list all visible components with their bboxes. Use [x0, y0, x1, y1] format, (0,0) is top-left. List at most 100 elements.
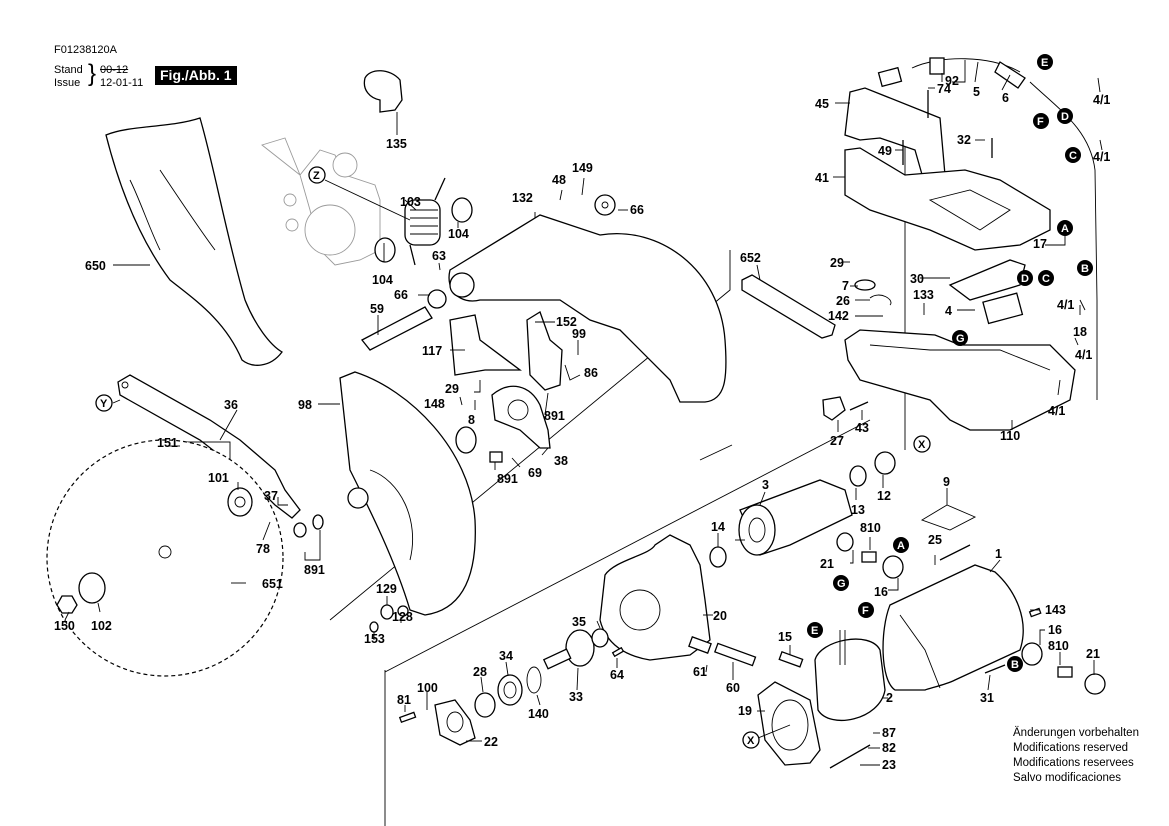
- svg-text:B: B: [1011, 659, 1019, 671]
- part-150: 150: [54, 619, 75, 633]
- callout-x-top: X: [913, 435, 931, 453]
- screw-81: [398, 711, 417, 724]
- svg-text:E: E: [811, 625, 818, 637]
- part-34: 34: [499, 649, 513, 663]
- svg-text:G: G: [956, 333, 965, 345]
- part-133: 133: [913, 288, 934, 302]
- callout-x-bottom: X: [742, 731, 760, 749]
- part-129: 129: [376, 582, 397, 596]
- part-36: 36: [224, 398, 238, 412]
- part-16-right: 16: [1048, 623, 1062, 637]
- svg-text:A: A: [1061, 223, 1069, 235]
- shim-28: [474, 692, 496, 718]
- armature: [735, 479, 853, 556]
- part-14: 14: [711, 520, 725, 534]
- part-86: 86: [584, 366, 598, 380]
- part-4-1-e: 4/1: [1048, 404, 1065, 418]
- part-891-upper: 891: [544, 409, 565, 423]
- note-es: Salvo modificaciones: [1013, 772, 1122, 784]
- part-652: 652: [740, 251, 761, 265]
- part-43: 43: [855, 421, 869, 435]
- bearing-cup-12: [874, 451, 896, 475]
- cable-clamp-7: [854, 279, 876, 291]
- part-38: 38: [554, 454, 568, 468]
- callout-c-top: C: [1065, 147, 1081, 163]
- part-650: 650: [85, 259, 106, 273]
- part-87: 87: [882, 726, 896, 740]
- part-810-right: 810: [1048, 639, 1069, 653]
- pin-60: [714, 642, 757, 667]
- part-8: 8: [468, 413, 475, 427]
- pivot-shaft: [360, 306, 433, 351]
- leader-lines: [64, 60, 1103, 766]
- svg-text:C: C: [1069, 150, 1077, 162]
- part-4-1-a: 4/1: [1093, 93, 1110, 107]
- part-104-lower: 104: [372, 273, 393, 287]
- callout-a-motor: A: [893, 537, 909, 553]
- part-49: 49: [878, 144, 892, 158]
- part-100: 100: [417, 681, 438, 695]
- spring-61: [688, 636, 712, 654]
- callout-f-top: F: [1033, 113, 1049, 129]
- part-63: 63: [432, 249, 446, 263]
- part-18: 18: [1073, 325, 1087, 339]
- motor-base-housing: [844, 329, 1076, 431]
- saw-blade: [46, 439, 284, 677]
- svg-text:Z: Z: [313, 170, 320, 182]
- fan-baffle-19: [757, 681, 821, 766]
- part-103: 103: [400, 195, 421, 209]
- previous-revision: 00-12: [100, 64, 129, 76]
- part-140: 140: [528, 707, 549, 721]
- part-20: 20: [713, 609, 727, 623]
- callout-f-motor: F: [858, 602, 874, 618]
- carbon-brush-810: [861, 551, 877, 563]
- gear-shaft: [542, 629, 595, 670]
- part-31: 31: [980, 691, 994, 705]
- washer-129: [369, 604, 409, 633]
- part-numbers: 650 135 103 104 104 63 66 59 117 132 48 …: [54, 74, 1110, 772]
- part-5: 5: [973, 85, 980, 99]
- note-de: Änderungen vorbehalten: [1013, 727, 1139, 739]
- callout-d-top: D: [1057, 108, 1073, 124]
- torsion-spring: [404, 177, 446, 266]
- dust-elbow: [363, 70, 403, 113]
- svg-text:E: E: [1041, 57, 1048, 69]
- svg-text:Y: Y: [100, 398, 108, 410]
- part-17: 17: [1033, 237, 1047, 251]
- part-1: 1: [995, 547, 1002, 561]
- part-48: 48: [552, 173, 566, 187]
- type-label: [920, 504, 977, 531]
- brush-cap-21: [836, 532, 854, 552]
- svg-text:G: G: [837, 578, 846, 590]
- part-81: 81: [397, 693, 411, 707]
- seal-ring: [455, 426, 477, 454]
- cover-bracket: [526, 311, 563, 391]
- field-coil: [814, 630, 886, 722]
- part-151: 151: [157, 436, 178, 450]
- part-153: 153: [364, 632, 385, 646]
- bearing-35: [591, 628, 609, 648]
- callout-e-top: E: [1037, 54, 1053, 70]
- part-66-top: 66: [630, 203, 644, 217]
- part-59: 59: [370, 302, 384, 316]
- part-149: 149: [572, 161, 593, 175]
- part-28: 28: [473, 665, 487, 679]
- part-26: 26: [836, 294, 850, 308]
- dust-bag: [105, 117, 283, 366]
- svg-text:D: D: [1021, 273, 1029, 285]
- part-7: 7: [842, 279, 849, 293]
- blade-bolt: [56, 595, 78, 614]
- part-41: 41: [815, 171, 829, 185]
- part-4-1-d: 4/1: [1075, 348, 1092, 362]
- stand-label: Stand: [54, 64, 83, 76]
- felt-pad: [489, 451, 503, 463]
- svg-text:A: A: [897, 540, 905, 552]
- latch-27: [822, 396, 846, 421]
- washer-66-top: [594, 194, 616, 216]
- callout-b-motor: B: [1007, 656, 1023, 672]
- part-128: 128: [392, 610, 413, 624]
- part-4-1-b: 4/1: [1093, 150, 1110, 164]
- part-64: 64: [610, 668, 624, 682]
- outer-flange: [78, 572, 106, 604]
- part-22: 22: [484, 735, 498, 749]
